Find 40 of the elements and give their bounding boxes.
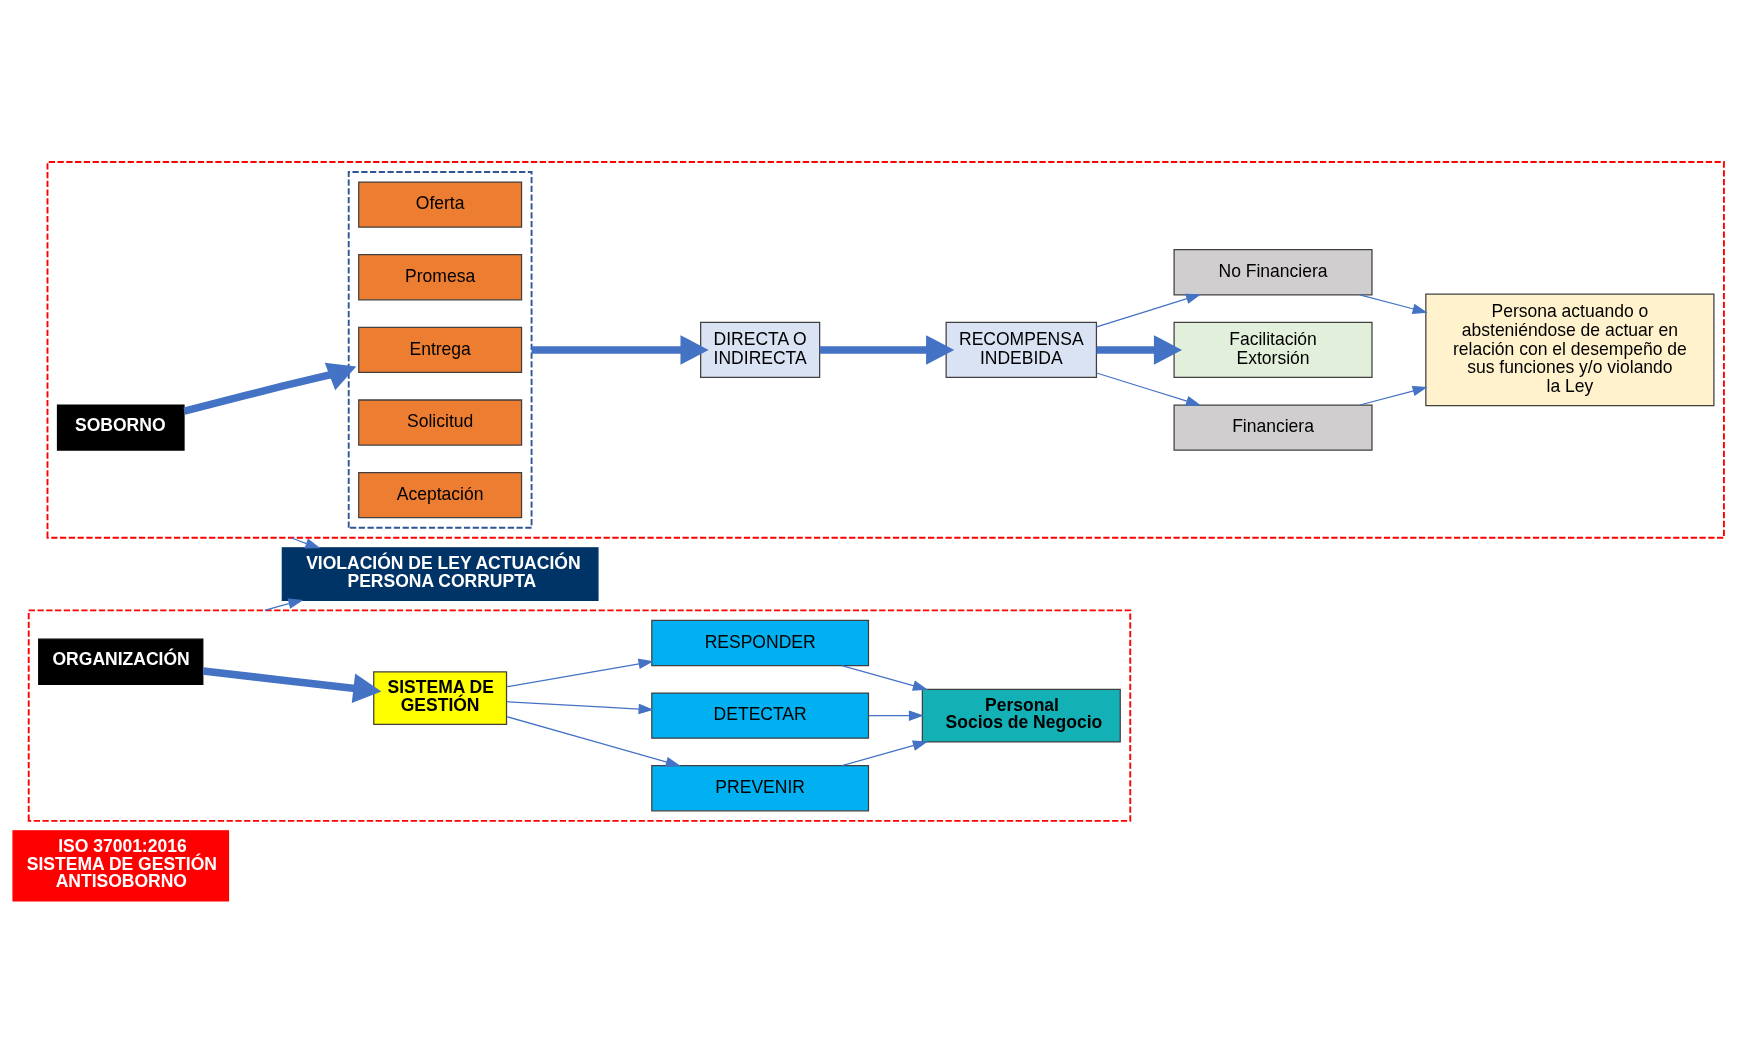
arrow (841, 740, 928, 766)
cluster (27, 608, 1132, 822)
arrow (868, 709, 924, 721)
node-box: Oferta (358, 180, 523, 228)
node-box: VIOLACIÓN DE LEY ACTUACIÓN PERSONA CORRUPTA (281, 546, 599, 601)
node-box: PREVENIR (651, 764, 870, 811)
node-box: RECOMPENSA INDEBIDA (945, 321, 1098, 378)
node-box: ISO 37001:2016 SISTEMA DE GESTIÓN ANTISOBORNO (12, 829, 230, 902)
arrow (1096, 334, 1182, 365)
arrow (531, 334, 709, 365)
node-box: DIRECTA O INDIRECTA (700, 321, 821, 378)
node-box: Solicitud (358, 398, 523, 446)
node-box: SISTEMA DE GESTIÓN (373, 670, 508, 725)
arrow (1359, 385, 1428, 406)
arrow (202, 666, 382, 703)
node-box: Promesa (358, 253, 523, 300)
node-box: No Financiera (1173, 248, 1373, 295)
node-box: DETECTAR (651, 691, 870, 739)
node-box: Facilitación Extorsión (1173, 321, 1373, 378)
arrow (1359, 293, 1428, 314)
node-box: Personal Socios de Negocio (921, 688, 1121, 743)
node-box: Aceptación (358, 471, 523, 518)
arrow (506, 658, 654, 687)
arrow (841, 664, 928, 691)
cluster (347, 170, 533, 529)
node-box: SOBORNO (56, 403, 185, 451)
node-box: RESPONDER (651, 619, 870, 666)
arrow (183, 362, 357, 415)
node-box: Financiera (1173, 403, 1373, 451)
arrow (264, 598, 304, 611)
arrow (1096, 293, 1202, 327)
node-box: Entrega (358, 326, 523, 373)
arrow (506, 715, 681, 767)
arrow (1096, 371, 1202, 406)
node-box: Persona actuando o absteniéndose de actuar en relación con el desempeño de sus funciones y/o violando la Ley (1425, 293, 1715, 406)
cluster (46, 160, 1725, 539)
arrow (819, 334, 955, 365)
arrow (290, 536, 321, 548)
node-box: ORGANIZACIÓN (38, 638, 204, 685)
arrow (506, 700, 654, 714)
